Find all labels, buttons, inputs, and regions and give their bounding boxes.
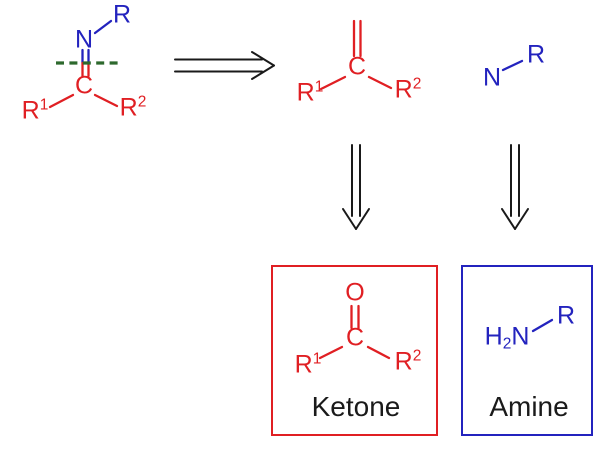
ketone-r2-sup: 2: [412, 347, 422, 365]
amine-synthon-r-label: R: [526, 40, 546, 69]
ketone-caption: Ketone: [311, 391, 401, 422]
imine-r2-label: R2: [119, 93, 147, 122]
down-arrow-left-icon: [342, 144, 370, 230]
amine-r-label: R: [556, 301, 576, 330]
amine-caption: Amine: [489, 391, 569, 422]
amine-n-base: N: [511, 322, 530, 351]
ketone-synthon-r1-base: R: [296, 78, 315, 107]
ketone-synthon-c-label: C: [347, 52, 367, 81]
amine-h-sub: 2: [502, 335, 512, 353]
amine-box: [461, 265, 593, 436]
imine-structure-bonds: [48, 19, 119, 109]
ketone-c-label: C: [345, 323, 365, 352]
amine-h-base: H: [484, 322, 503, 351]
ketone-r1-base: R: [294, 350, 313, 379]
ketone-synthon-r2-base: R: [394, 75, 413, 104]
imine-n-label: N: [74, 25, 94, 54]
imine-c-label: C: [74, 71, 94, 100]
ketone-product-bonds: [318, 304, 391, 360]
ketone-r1-label: R1: [294, 350, 322, 379]
amine-h2n-label: H2N: [484, 322, 530, 353]
imine-r1-base: R: [21, 96, 40, 125]
amine-synthon-n-label: N: [482, 63, 502, 92]
ketone-box: [271, 265, 438, 436]
down-arrow-right-icon: [501, 144, 529, 230]
ketone-synthon-bonds: [319, 19, 393, 91]
imine-r-label: R: [112, 0, 132, 29]
imine-r2-base: R: [119, 93, 138, 122]
imine-r2-sup: 2: [137, 93, 147, 111]
ketone-r2-base: R: [394, 347, 413, 376]
ketone-synthon-r1-sup: 1: [314, 78, 324, 96]
retrosynthesis-arrow-icon: [174, 51, 275, 80]
imine-r1-sup: 1: [39, 96, 49, 114]
ketone-synthon-r2-label: R2: [394, 75, 422, 104]
amine-product-bond: [531, 318, 554, 333]
imine-r1-label: R1: [21, 96, 49, 125]
ketone-r1-sup: 1: [312, 350, 322, 368]
ketone-o-label: O: [345, 278, 365, 307]
ketone-synthon-r1-label: R1: [296, 78, 324, 107]
amine-synthon-bond: [501, 59, 524, 72]
ketone-r2-label: R2: [394, 347, 422, 376]
ketone-synthon-r2-sup: 2: [412, 75, 422, 93]
